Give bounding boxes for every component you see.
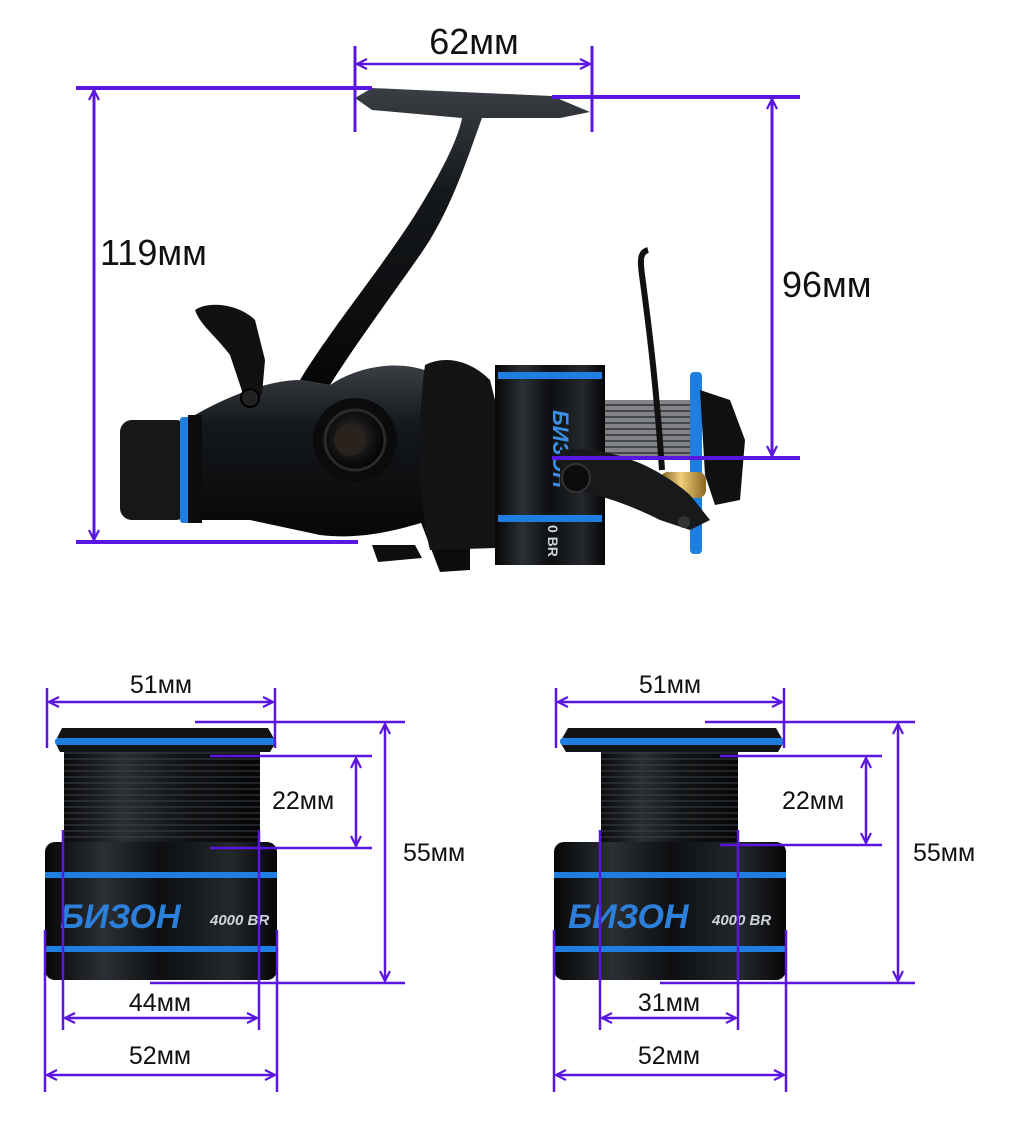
reel-foot bbox=[300, 88, 590, 385]
spool-right-brand: БИЗОН bbox=[568, 898, 690, 936]
reel-width-label: 62мм bbox=[429, 21, 519, 62]
spool-right-inner-width-label: 31мм bbox=[638, 989, 700, 1017]
spool-right-top-width-label: 51мм bbox=[639, 671, 701, 699]
dimension-lines-reel bbox=[76, 46, 800, 544]
reel-photo: БИЗОН 0 BR bbox=[120, 88, 745, 572]
spool-left-inner-width-label: 44мм bbox=[129, 989, 191, 1017]
reel-handle-height-label: 96мм bbox=[782, 264, 872, 305]
spool-left-top-width-label: 51мм bbox=[130, 671, 192, 699]
bail-wire bbox=[637, 247, 665, 471]
spool-left-model: 4000 BR bbox=[209, 912, 269, 929]
spool-left-photo: БИЗОН 4000 BR bbox=[45, 728, 277, 980]
spool-right-bottom-width-label: 52мм bbox=[638, 1042, 700, 1070]
spool-right-photo: БИЗОН 4000 BR bbox=[554, 728, 786, 980]
spool-left-brand: БИЗОН bbox=[60, 898, 182, 936]
spool-right-height-label: 55мм bbox=[913, 839, 975, 867]
spool-right-model: 4000 BR bbox=[711, 912, 771, 929]
rear-knob-ring bbox=[180, 417, 190, 523]
dimension-lines-spool-right bbox=[552, 688, 915, 1092]
bottom-lever bbox=[372, 545, 422, 562]
rear-knob bbox=[120, 420, 188, 520]
spool-left-line-depth-label: 22мм bbox=[272, 787, 334, 815]
reel-spool-model: 0 BR bbox=[545, 525, 561, 557]
baitrunner-lever bbox=[195, 304, 265, 400]
dimension-lines-spool-left bbox=[43, 688, 405, 1092]
spool-right-line-depth-label: 22мм bbox=[782, 787, 844, 815]
spool-left-height-label: 55мм bbox=[403, 839, 465, 867]
rotor bbox=[419, 360, 600, 550]
reel-height-label: 119мм bbox=[100, 232, 207, 273]
spool-left-bottom-width-label: 52мм bbox=[129, 1042, 191, 1070]
